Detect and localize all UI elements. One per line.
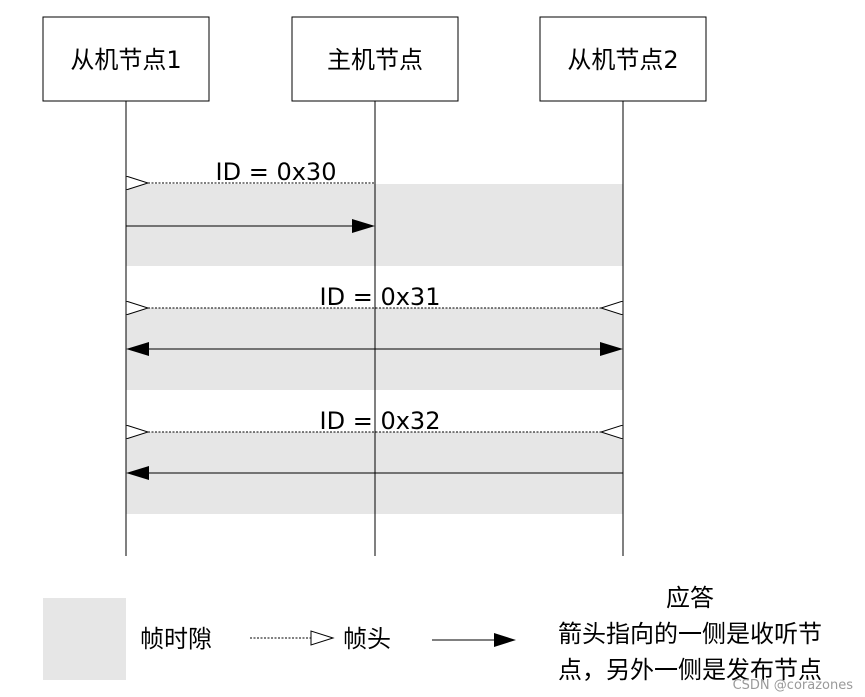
legend-header-label: 帧头 [343, 625, 391, 653]
legend-header-arrowhead [310, 630, 335, 646]
node-label-slave2: 从机节点2 [567, 46, 678, 74]
node-box-slave1 [42, 16, 210, 102]
node-box-slave2 [539, 16, 707, 102]
legend-slot-swatch [43, 598, 126, 680]
legend-slot-label: 帧时隙 [140, 625, 212, 653]
frame-2-response-arrowhead-right [600, 342, 623, 356]
frame-3-id-label: ID = 0x32 [320, 407, 441, 435]
frame-1-response-arrowhead [352, 219, 375, 233]
node-label-slave1: 从机节点1 [70, 46, 181, 74]
legend-response-desc-line1: 箭头指向的一侧是收听节 [558, 620, 822, 648]
legend-response-title: 应答 [666, 584, 714, 612]
legend-response-desc-line2: 点，另外一侧是发布节点 [558, 656, 822, 684]
legend-response-arrowhead [494, 633, 516, 647]
frame-2-response-arrowhead-left [126, 342, 149, 356]
node-label-master: 主机节点 [327, 46, 423, 74]
watermark: CSDN @corazones [732, 678, 853, 693]
frame-2-id-label: ID = 0x31 [320, 283, 441, 311]
node-box-master [291, 16, 459, 102]
frame-1-id-label: ID = 0x30 [216, 158, 337, 186]
frame-3-response-arrowhead [126, 466, 149, 480]
